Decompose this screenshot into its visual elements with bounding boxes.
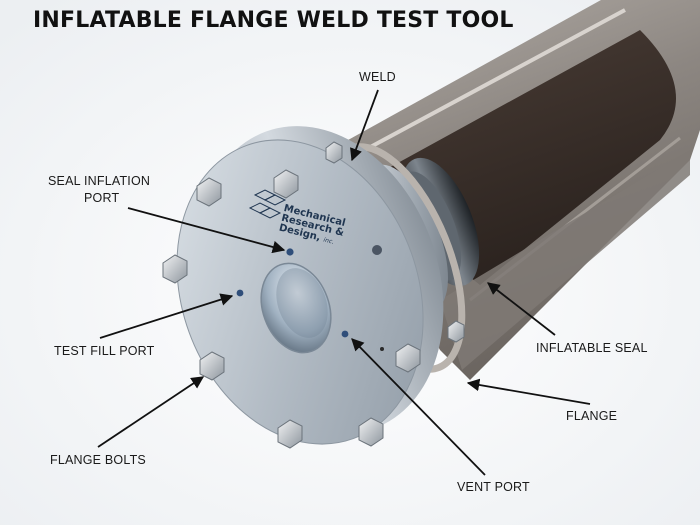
vent-port-leader (351, 338, 486, 476)
bolt-icon (162, 254, 188, 284)
flange-bore-shadow (276, 268, 328, 338)
test-fill-port-leader (99, 293, 234, 339)
weld-leader (350, 89, 379, 162)
flange-leader (466, 378, 591, 405)
label-weld: WELD (359, 70, 396, 84)
bolt-icon (277, 419, 303, 449)
page-title: INFLATABLE FLANGE WELD TEST TOOL (33, 8, 514, 33)
label-test-fill-port: TEST FILL PORT (54, 344, 155, 358)
flange-bolts (162, 141, 465, 449)
bolt-icon (447, 320, 465, 343)
bolt-icon (196, 177, 222, 207)
seal-inflation-port-leader (127, 207, 286, 254)
leader-lines (97, 89, 591, 476)
flange-bolts-leader (97, 376, 205, 448)
test-fill-port (236, 289, 244, 297)
bolt-icon (199, 351, 225, 381)
label-vent-port: VENT PORT (457, 480, 530, 494)
label-inflatable-seal: INFLATABLE SEAL (536, 341, 648, 355)
label-seal-inflation-port-line2: PORT (84, 191, 120, 205)
seal-inflation-port (286, 248, 294, 256)
bolt-icon (358, 417, 384, 447)
flange-bore (260, 262, 332, 354)
label-flange-bolts: FLANGE BOLTS (50, 453, 146, 467)
bolt-icon (273, 169, 299, 199)
vent-port (341, 330, 349, 338)
logo-suffix: inc. (322, 236, 335, 246)
bolt-icon (395, 343, 421, 373)
company-logo-icon (248, 189, 287, 219)
small-hole (380, 347, 384, 351)
bolt-icon (325, 141, 343, 164)
rim-port (372, 245, 382, 255)
flange (176, 126, 444, 445)
inflatable-seal-leader (487, 282, 556, 336)
label-seal-inflation-port-line1: SEAL INFLATION (48, 174, 151, 188)
pipe-cut-edge-top (349, 8, 626, 160)
pipe-lower-wall (440, 150, 690, 370)
label-flange: FLANGE (566, 409, 618, 423)
